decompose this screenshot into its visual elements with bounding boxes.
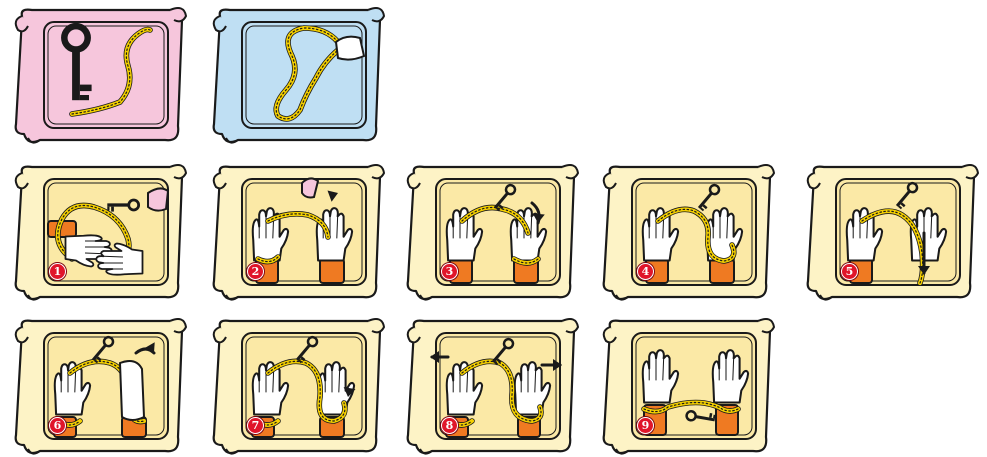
card-illustration [802,163,982,303]
scroll-frame [604,165,774,300]
step-card-1: 1 [10,163,190,303]
step-number-badge: 2 [247,263,264,280]
step-number-badge: 8 [441,417,458,434]
card-illustration [10,6,190,146]
scroll-frame [408,165,578,300]
card-illustration [208,317,388,457]
step-number-badge: 6 [49,417,66,434]
pinching-hand-icon [302,178,318,197]
scroll-frame [808,165,978,300]
supply-card-key-and-cord [10,6,190,146]
card-illustration [208,163,388,303]
step-card-5: 5 [802,163,982,303]
scroll-frame [214,319,384,454]
step-card-3: 3 [402,163,582,303]
scroll-frame [214,165,384,300]
scroll-frame [16,319,186,454]
card-illustration [598,163,778,303]
step-card-7: 7 [208,317,388,457]
step-number-badge: 7 [247,417,264,434]
step-card-4: 4 [598,163,778,303]
scroll-frame [604,319,774,454]
card-illustration [402,317,582,457]
step-card-6: 6 [10,317,190,457]
glove-hand-icon [336,37,364,60]
card-illustration [402,163,582,303]
step-card-8: 8 [402,317,582,457]
step-number-badge: 5 [841,263,858,280]
sleeve [320,259,344,283]
scroll-frame [16,8,186,143]
card-illustration [10,317,190,457]
scroll-frame [408,319,578,454]
card-illustration [10,163,190,303]
step-number-badge: 1 [49,263,66,280]
supply-card-cord-loops [208,6,388,146]
scroll-frame [16,165,186,300]
card-illustration [208,6,388,146]
wrapped-hand-icon [120,361,144,420]
step-number-badge: 3 [441,263,458,280]
card-illustration [598,317,778,457]
step-card-2: 2 [208,163,388,303]
step-number-badge: 4 [637,263,654,280]
step-card-9: 9 [598,317,778,457]
step-number-badge: 9 [637,417,654,434]
hand-holding-key-icon [148,188,168,210]
